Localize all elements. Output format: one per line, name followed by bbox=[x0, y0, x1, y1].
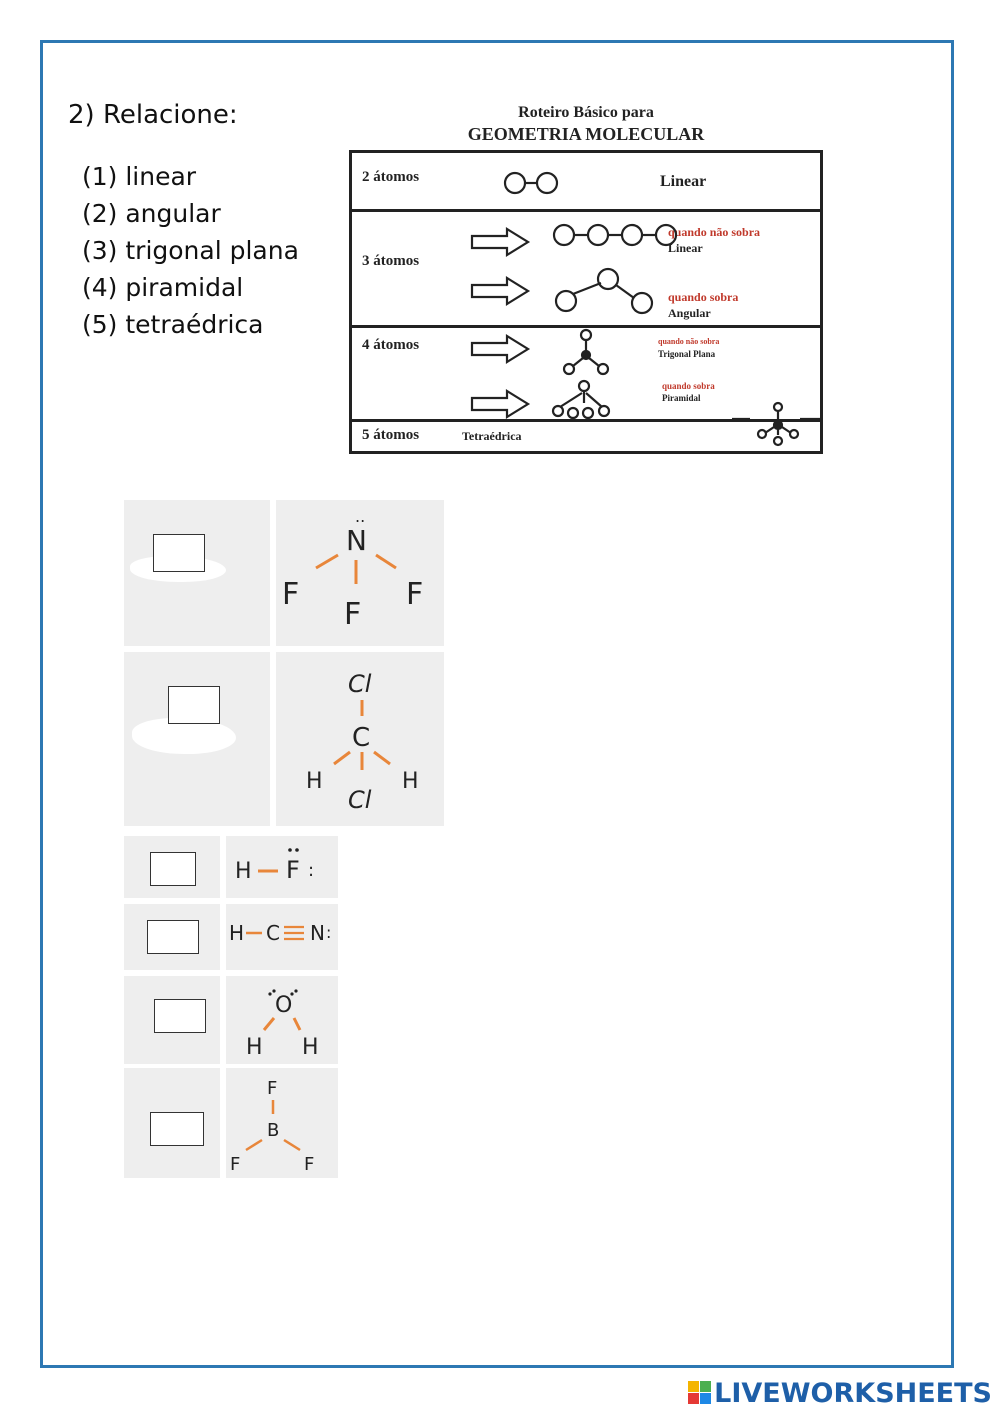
molecule-tile-hcn: H C N : bbox=[226, 904, 338, 970]
row-label-4: 4 átomos bbox=[362, 337, 420, 353]
question-title: 2) Relacione: bbox=[68, 100, 238, 130]
atom-o: O bbox=[275, 993, 292, 1018]
molecule-tile-nf3: .. N F F F bbox=[276, 500, 444, 646]
result-angular: Angular bbox=[668, 306, 711, 320]
lone-pair: : bbox=[326, 923, 331, 942]
option-item: (3) trigonal plana bbox=[82, 236, 299, 265]
note-lone: quando sobra bbox=[668, 290, 739, 304]
atom bbox=[788, 428, 800, 440]
answer-box-2[interactable] bbox=[168, 686, 220, 724]
erased-area bbox=[132, 718, 236, 754]
atom bbox=[552, 223, 576, 247]
answer-box-6[interactable] bbox=[150, 1112, 204, 1146]
atom-n: N bbox=[346, 524, 367, 557]
geometry-table: 2 átomos Linear 3 átomos quando não sobr… bbox=[349, 150, 823, 454]
row-divider bbox=[352, 419, 820, 422]
atom-f: F bbox=[230, 1154, 240, 1175]
atom-h: H bbox=[229, 921, 244, 945]
lone-pair: .. bbox=[355, 507, 365, 526]
option-item: (4) piramidal bbox=[82, 273, 244, 302]
result-trigonal: Trigonal Plana bbox=[658, 349, 716, 359]
arrow-icon bbox=[470, 334, 531, 364]
answer-box-3[interactable] bbox=[150, 852, 196, 886]
result-piramidal: Piramidal bbox=[662, 393, 701, 403]
atom bbox=[562, 362, 576, 376]
arrow-icon bbox=[470, 276, 531, 306]
option-item: (1) linear bbox=[82, 162, 197, 191]
note-no-lone: quando não sobra bbox=[668, 225, 761, 239]
atom-f: F bbox=[344, 597, 361, 632]
table-subtitle: GEOMETRIA MOLECULAR bbox=[467, 124, 705, 144]
brand-text: LIVEWORKSHEETS bbox=[714, 1378, 992, 1409]
row-label-2: 2 átomos bbox=[362, 169, 420, 185]
atom bbox=[596, 362, 610, 376]
lone-pair: : bbox=[308, 860, 314, 881]
answer-tile bbox=[124, 652, 270, 826]
atom-f: F bbox=[304, 1154, 314, 1175]
atom bbox=[551, 404, 565, 418]
molecule-tile-h2o: O H H bbox=[226, 976, 338, 1064]
answer-box-5[interactable] bbox=[154, 999, 206, 1033]
row-divider bbox=[352, 325, 820, 328]
atom-c: C bbox=[352, 723, 370, 753]
result-linear: Linear bbox=[660, 173, 707, 190]
result-tetraedrica: Tetraédrica bbox=[462, 429, 522, 443]
answer-box-4[interactable] bbox=[147, 920, 199, 954]
options-list: (1) linear (2) angular (3) trigonal plan… bbox=[82, 158, 299, 343]
brand-logo[interactable]: LIVEWORKSHEETS bbox=[688, 1378, 992, 1409]
atom bbox=[535, 171, 559, 195]
atom-f: F bbox=[286, 856, 300, 884]
atom bbox=[586, 223, 610, 247]
atom bbox=[597, 404, 611, 418]
option-item: (2) angular bbox=[82, 199, 221, 228]
atom-n: N bbox=[310, 921, 325, 945]
atom bbox=[620, 223, 644, 247]
atom-cl: Cl bbox=[348, 786, 372, 814]
atom-h: H bbox=[246, 1035, 263, 1060]
atom bbox=[503, 171, 527, 195]
note-lone: quando sobra bbox=[662, 381, 715, 391]
option-item: (5) tetraédrica bbox=[82, 310, 264, 339]
note-no-lone: quando não sobra bbox=[658, 337, 720, 346]
arrow-icon bbox=[470, 389, 531, 419]
atom bbox=[654, 223, 678, 247]
atom bbox=[577, 379, 591, 393]
arrow-icon bbox=[470, 227, 531, 257]
atom-c: C bbox=[266, 921, 280, 945]
atom bbox=[630, 291, 654, 315]
atom bbox=[579, 328, 593, 342]
atom bbox=[581, 406, 595, 420]
atom bbox=[566, 406, 580, 420]
atom bbox=[772, 419, 784, 431]
geometry-drawings bbox=[470, 171, 820, 447]
atom-f: F bbox=[282, 577, 299, 612]
atom-b: B bbox=[267, 1120, 279, 1141]
table-title: Roteiro Básico para bbox=[518, 104, 654, 121]
atom-cl: Cl bbox=[348, 670, 372, 698]
row-divider bbox=[352, 209, 820, 212]
atom-f: F bbox=[406, 577, 423, 612]
atom-h: H bbox=[402, 769, 419, 794]
atom-f: F bbox=[267, 1078, 277, 1099]
atom-h: H bbox=[302, 1035, 319, 1060]
worksheet-frame bbox=[40, 40, 954, 1368]
atom bbox=[756, 428, 768, 440]
molecule-tile-hf: H F : bbox=[226, 836, 338, 898]
atom bbox=[554, 289, 578, 313]
atom bbox=[772, 401, 784, 413]
row-label-3: 3 átomos bbox=[362, 253, 420, 269]
answer-box-1[interactable] bbox=[153, 534, 205, 572]
atom-h: H bbox=[306, 769, 323, 794]
result-linear-3: Linear bbox=[668, 241, 703, 255]
answer-tile bbox=[124, 500, 270, 646]
molecule-tile-ch2cl2: Cl C H H Cl bbox=[276, 652, 444, 826]
liveworksheets-icon bbox=[688, 1381, 712, 1405]
row-label-5: 5 átomos bbox=[362, 427, 420, 443]
atom-h: H bbox=[235, 859, 252, 884]
atom bbox=[772, 435, 784, 447]
atom bbox=[596, 267, 620, 291]
atom bbox=[580, 349, 592, 361]
molecule-tile-bf3: F B F F bbox=[226, 1068, 338, 1178]
